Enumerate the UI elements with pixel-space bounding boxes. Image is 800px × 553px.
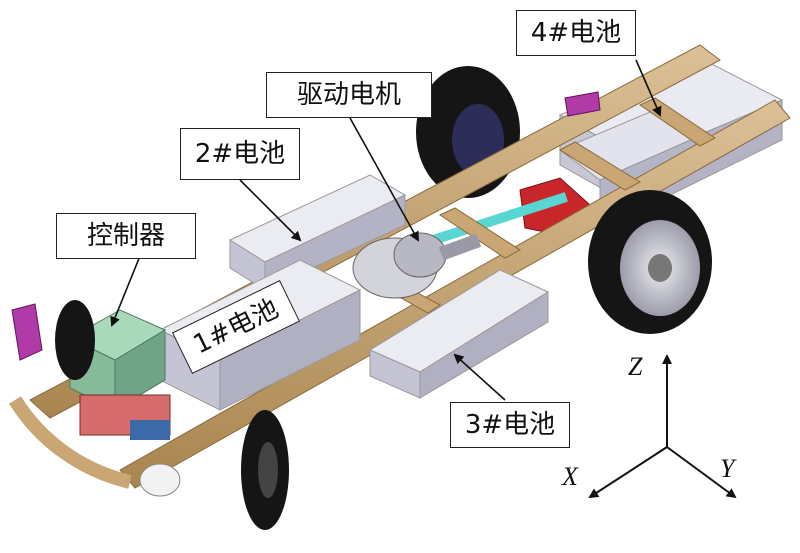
leader-lines bbox=[110, 59, 662, 401]
battery-3 bbox=[368, 269, 550, 399]
front-lamp-right bbox=[564, 91, 601, 117]
axis-x bbox=[588, 446, 668, 499]
front-bumper bbox=[9, 396, 181, 497]
front-wheel-right-hidden bbox=[55, 300, 95, 380]
front-wheel-left bbox=[241, 410, 289, 530]
label-drive-motor: 驱动电机 bbox=[266, 72, 432, 118]
axis-label-x: X bbox=[562, 462, 578, 491]
axis-label-y: Y bbox=[720, 454, 735, 483]
drive-motor bbox=[352, 232, 482, 299]
label-battery-4: 4#电池 bbox=[516, 10, 636, 56]
axis-y bbox=[666, 446, 737, 499]
label-battery-2: 2#电池 bbox=[180, 128, 300, 180]
label-controller: 控制器 bbox=[56, 213, 196, 259]
front-lamp-left bbox=[11, 303, 43, 361]
rear-wheel-lower bbox=[588, 190, 712, 334]
label-battery-3: 3#电池 bbox=[450, 402, 570, 448]
coordinate-axes bbox=[588, 354, 737, 499]
axis-label-z: Z bbox=[628, 352, 643, 381]
